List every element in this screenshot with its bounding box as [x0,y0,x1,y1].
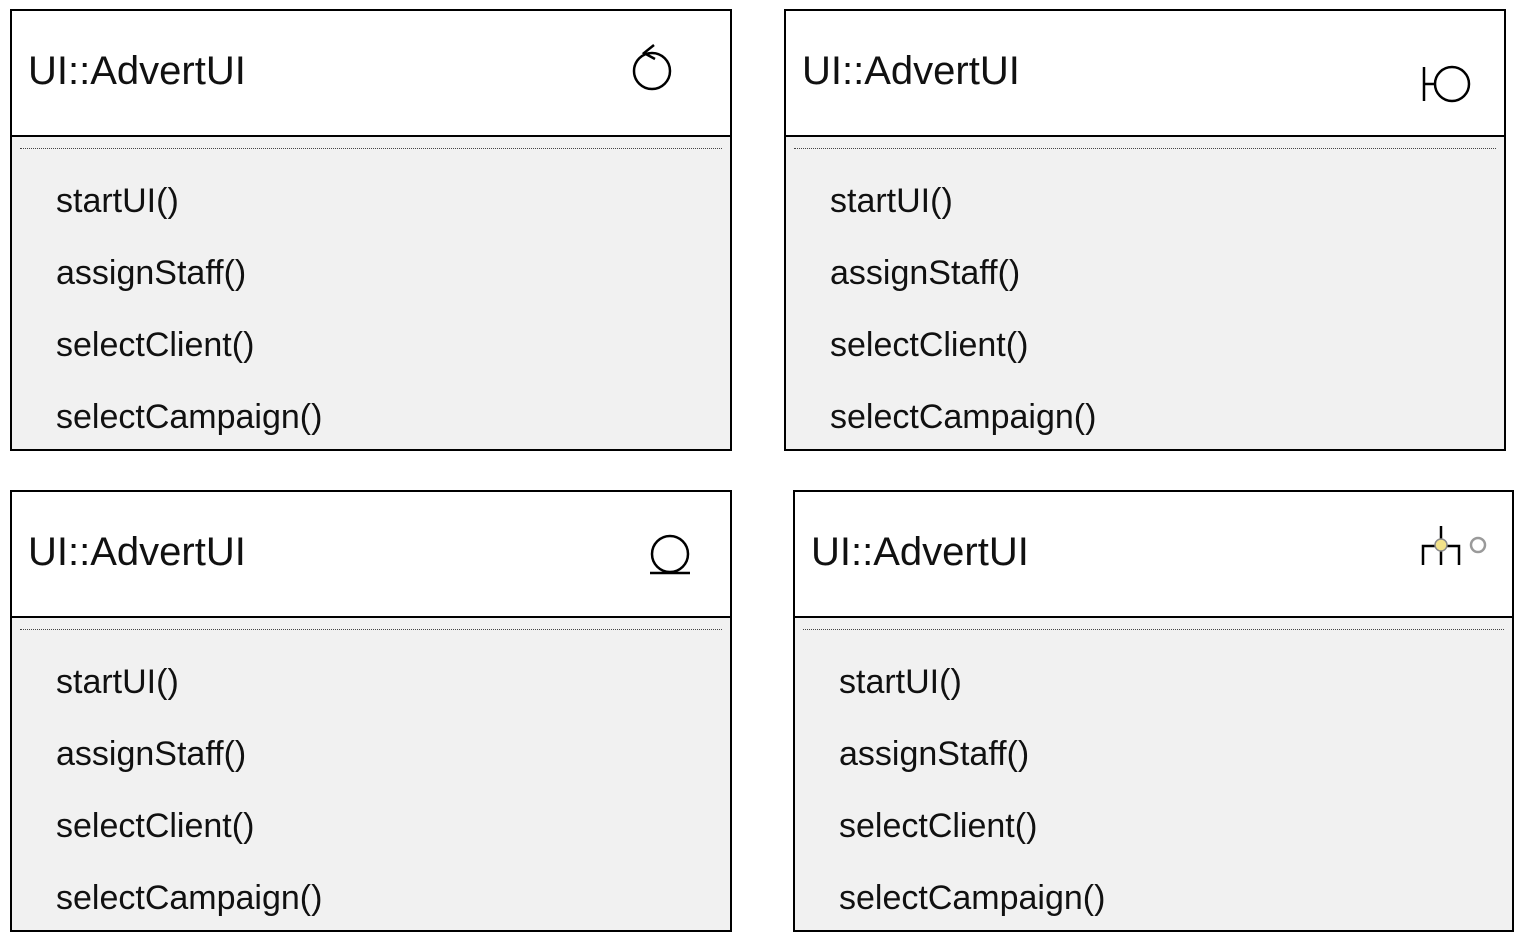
operation-item: assignStaff() [830,254,1021,292]
operation-item: selectClient() [56,326,255,364]
class-name: UI::AdvertUI [811,530,1029,574]
class-header: UI::AdvertUI [795,492,1512,618]
boundary-icon [1418,35,1498,105]
class-header: UI::AdvertUI [786,11,1504,137]
class-header: UI::AdvertUI [12,492,730,618]
operation-item: startUI() [56,182,179,220]
operations-list: startUI() assignStaff() selectClient() s… [56,165,322,453]
operations-list: startUI() assignStaff() selectClient() s… [839,646,1105,934]
class-box-entity: UI::AdvertUI startUI() assignStaff() sel… [10,490,732,932]
operation-item: assignStaff() [839,735,1030,773]
operation-item: startUI() [830,182,953,220]
compartment-separator [803,629,1504,630]
operation-item: selectCampaign() [56,879,323,917]
class-name: UI::AdvertUI [28,530,246,574]
operation-item: selectCampaign() [839,879,1106,917]
operations-list: startUI() assignStaff() selectClient() s… [56,646,322,934]
operation-item: startUI() [56,663,179,701]
operations-list: startUI() assignStaff() selectClient() s… [830,165,1096,453]
class-box-control: UI::AdvertUI startUI() assignStaff() sel… [10,9,732,451]
class-box-boundary: UI::AdvertUI startUI() assignStaff() sel… [784,9,1506,451]
operation-item: startUI() [839,663,962,701]
control-icon [620,35,700,105]
class-box-boundary-selected: UI::AdvertUI startUI() assignStaff() sel… [793,490,1514,932]
compartment-separator [794,148,1496,149]
class-header: UI::AdvertUI [12,11,730,137]
compartment-separator [20,629,722,630]
operation-item: assignStaff() [56,735,247,773]
operation-item: selectCampaign() [56,398,323,436]
boundary-handle-icon[interactable] [1419,516,1499,586]
operation-item: selectClient() [830,326,1029,364]
entity-icon [636,516,716,586]
operation-item: selectClient() [839,807,1038,845]
class-name: UI::AdvertUI [802,49,1020,93]
operation-item: selectCampaign() [830,398,1097,436]
class-name: UI::AdvertUI [28,49,246,93]
compartment-separator [20,148,722,149]
operation-item: assignStaff() [56,254,247,292]
operation-item: selectClient() [56,807,255,845]
